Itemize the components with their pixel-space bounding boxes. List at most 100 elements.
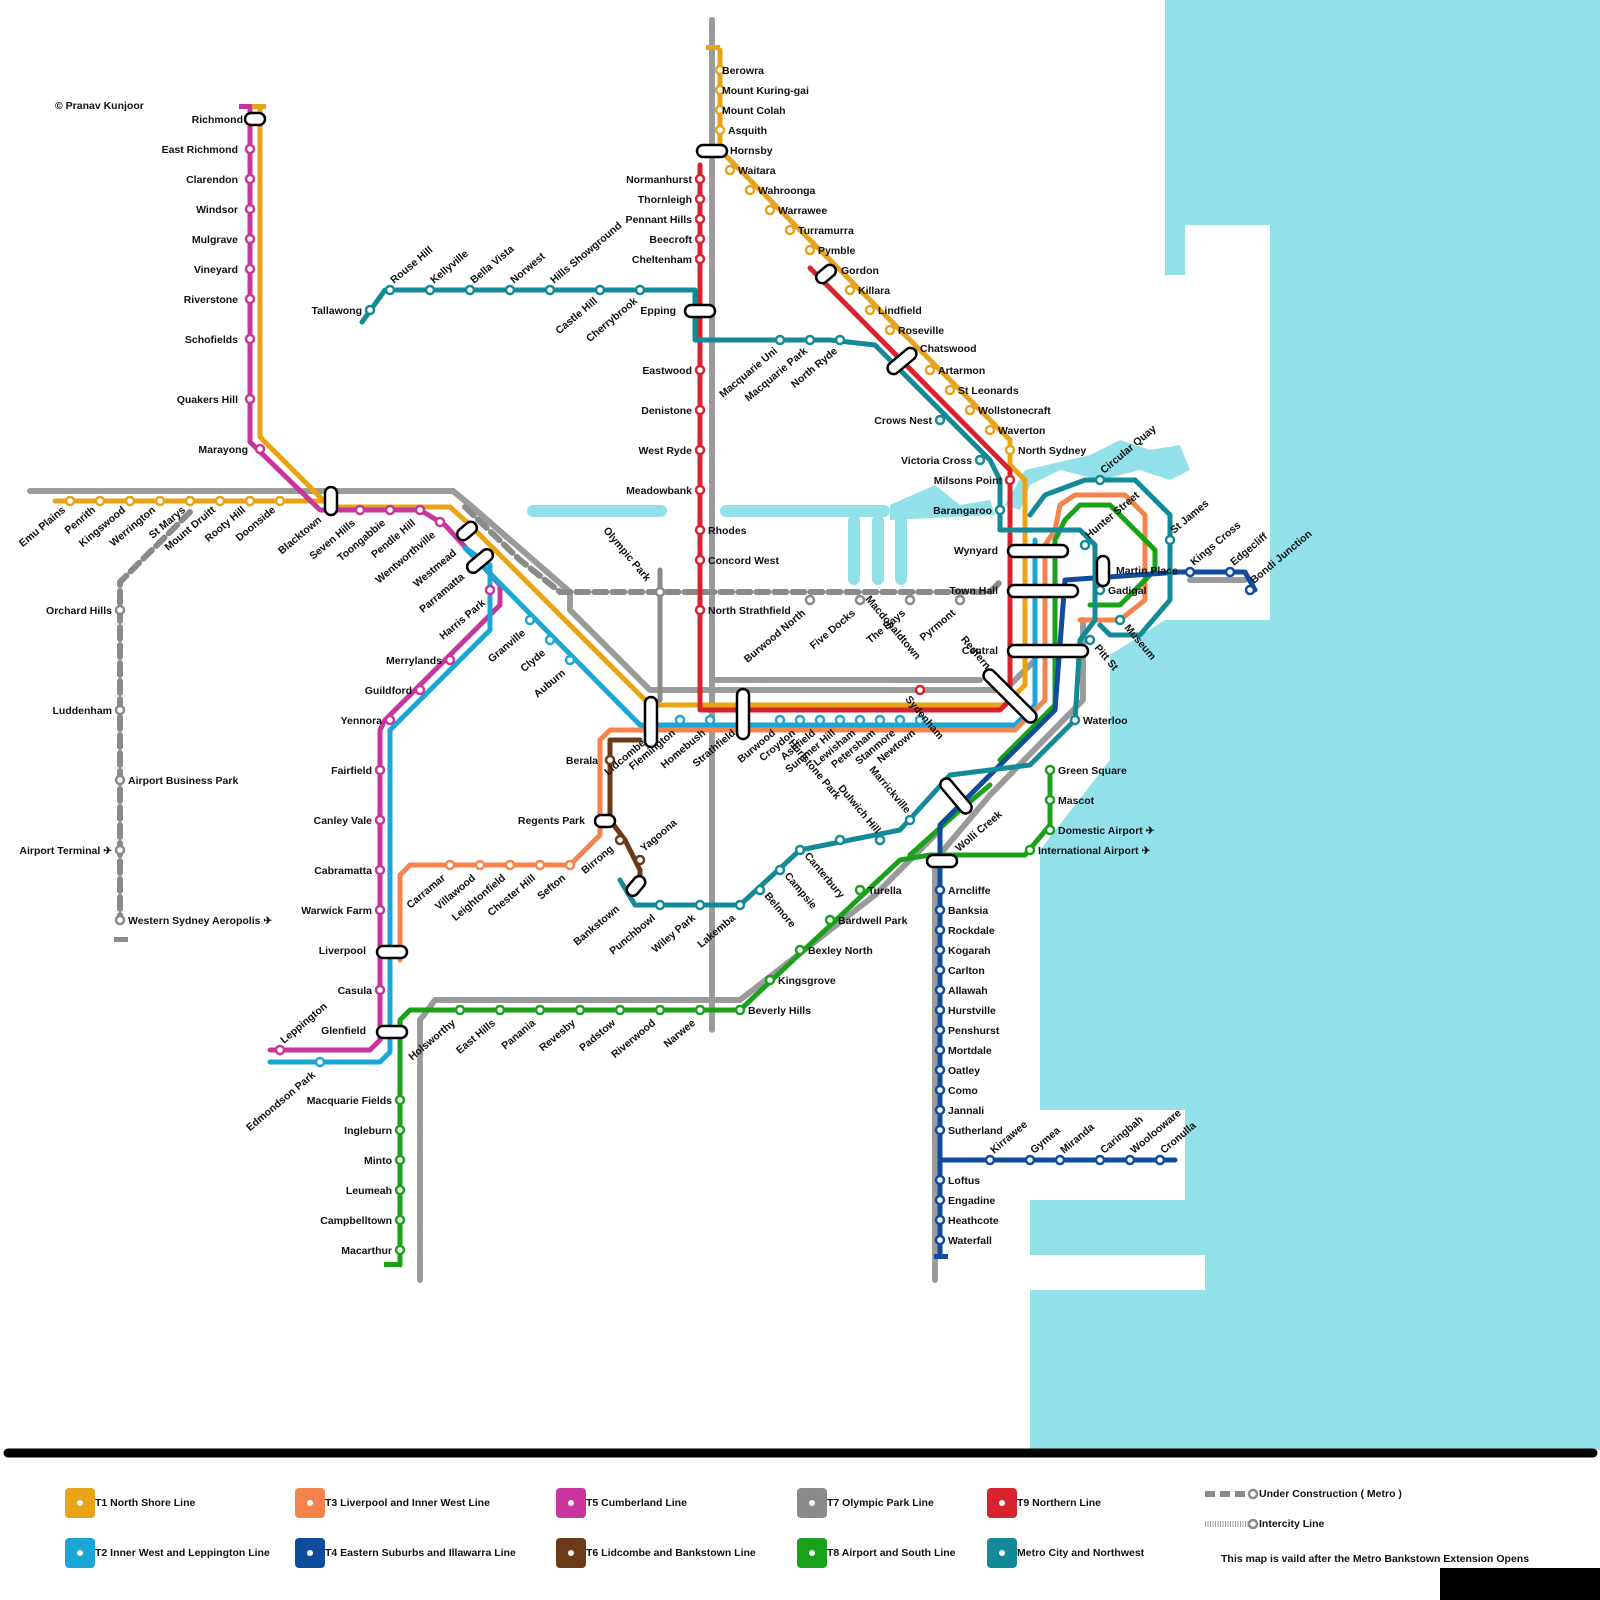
station-marker[interactable] [114,774,126,786]
station-marker[interactable] [1004,444,1016,456]
station-marker[interactable] [1094,1154,1106,1166]
station-marker[interactable] [354,504,366,516]
station-marker[interactable] [64,495,76,507]
station-marker[interactable] [244,263,256,275]
station-marker[interactable] [874,834,886,846]
station-marker[interactable] [1164,534,1176,546]
station-marker[interactable] [634,854,646,866]
station-marker[interactable] [774,864,786,876]
station-marker[interactable] [1024,844,1036,856]
station-marker[interactable] [934,884,946,896]
station-marker[interactable] [724,164,736,176]
station-marker[interactable] [774,714,786,726]
station-marker[interactable] [244,393,256,405]
station-marker[interactable] [924,364,936,376]
station-marker[interactable] [424,284,436,296]
station-marker[interactable] [114,844,126,856]
station-marker[interactable] [824,914,836,926]
station-marker[interactable] [1069,714,1081,726]
station-marker[interactable] [934,414,946,426]
station-marker[interactable] [804,594,816,606]
station-marker[interactable] [934,1064,946,1076]
station-marker[interactable] [934,1174,946,1186]
station-marker[interactable] [974,454,986,466]
station-marker[interactable] [834,334,846,346]
station-marker[interactable] [374,984,386,996]
station-marker[interactable] [504,859,516,871]
station-marker[interactable] [94,495,106,507]
station-marker[interactable] [934,984,946,996]
station-marker[interactable] [574,1004,586,1016]
station-marker[interactable] [314,1056,326,1068]
interchange-marker[interactable] [1006,643,1090,659]
station-marker[interactable] [794,714,806,726]
station-marker[interactable] [714,64,726,76]
station-marker[interactable] [984,1154,996,1166]
station-marker[interactable] [704,714,716,726]
station-marker[interactable] [934,924,946,936]
station-marker[interactable] [1154,1154,1166,1166]
interchange-marker[interactable] [624,874,647,899]
station-marker[interactable] [394,1184,406,1196]
station-marker[interactable] [984,424,996,436]
station-marker[interactable] [434,516,446,528]
station-marker[interactable] [694,404,706,416]
station-marker[interactable] [1044,794,1056,806]
station-marker[interactable] [794,944,806,956]
station-marker[interactable] [1054,1154,1066,1166]
interchange-marker[interactable] [465,547,496,575]
station-marker[interactable] [154,495,166,507]
interchange-marker[interactable] [593,813,617,829]
station-marker[interactable] [1114,614,1126,626]
station-marker[interactable] [544,634,556,646]
station-marker[interactable] [694,604,706,616]
station-marker[interactable] [854,714,866,726]
station-marker[interactable] [534,1004,546,1016]
station-marker[interactable] [964,404,976,416]
station-marker[interactable] [834,714,846,726]
station-marker[interactable] [714,104,726,116]
station-marker[interactable] [944,384,956,396]
station-marker[interactable] [124,495,136,507]
station-marker[interactable] [394,1214,406,1226]
station-marker[interactable] [1004,474,1016,486]
station-marker[interactable] [794,844,806,856]
station-marker[interactable] [614,834,626,846]
station-marker[interactable] [464,284,476,296]
station-marker[interactable] [414,504,426,516]
station-marker[interactable] [734,899,746,911]
station-marker[interactable] [1079,539,1091,551]
station-marker[interactable] [774,334,786,346]
station-marker[interactable] [844,284,856,296]
station-marker[interactable] [274,495,286,507]
interchange-marker[interactable] [695,143,729,159]
station-marker[interactable] [394,1154,406,1166]
station-marker[interactable] [384,504,396,516]
station-marker[interactable] [1124,1154,1136,1166]
station-marker[interactable] [714,124,726,136]
station-marker[interactable] [114,914,126,926]
interchange-marker[interactable] [643,695,659,749]
station-marker[interactable] [394,1094,406,1106]
station-marker[interactable] [694,364,706,376]
station-marker[interactable] [674,714,686,726]
station-marker[interactable] [904,814,916,826]
station-marker[interactable] [394,1124,406,1136]
station-marker[interactable] [364,304,376,316]
station-marker[interactable] [934,1044,946,1056]
station-marker[interactable] [1044,764,1056,776]
station-marker[interactable] [614,1004,626,1016]
interchange-marker[interactable] [885,345,919,376]
interchange-marker[interactable] [925,853,959,869]
station-marker[interactable] [934,1124,946,1136]
station-marker[interactable] [564,654,576,666]
station-marker[interactable] [244,333,256,345]
station-marker[interactable] [694,899,706,911]
station-marker[interactable] [184,495,196,507]
station-marker[interactable] [1184,566,1196,578]
station-marker[interactable] [934,964,946,976]
station-marker[interactable] [874,714,886,726]
station-marker[interactable] [934,1234,946,1246]
station-marker[interactable] [884,324,896,336]
station-marker[interactable] [934,1084,946,1096]
